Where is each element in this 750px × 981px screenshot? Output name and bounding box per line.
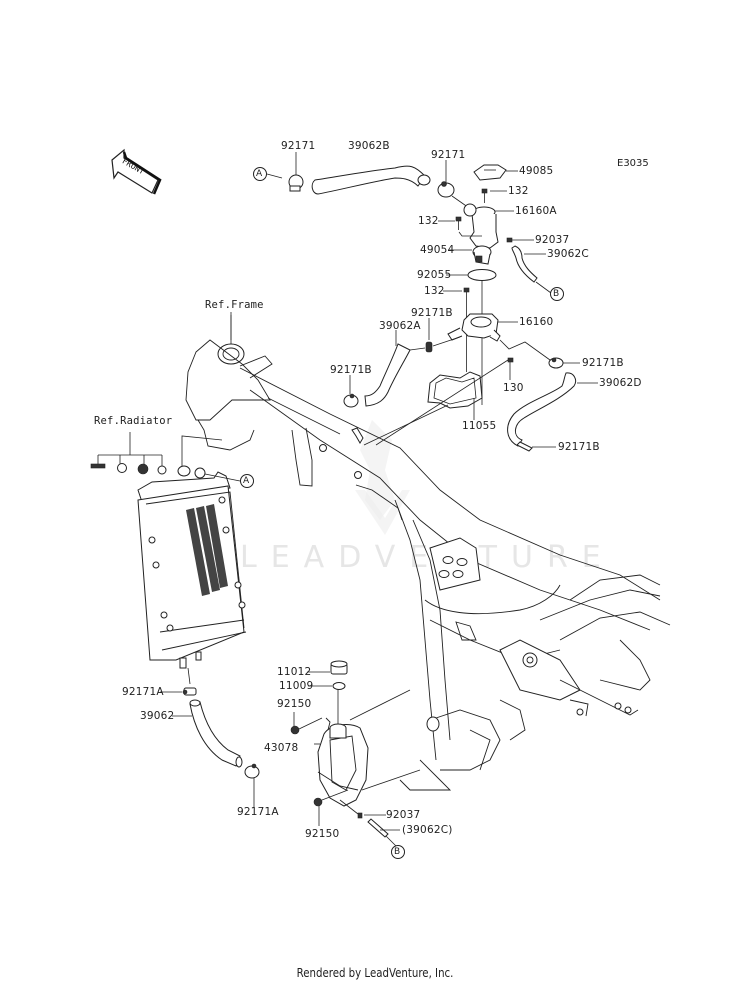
part-label-92171A-bottom[interactable]: 92171A	[237, 806, 279, 818]
clamp-92171-left	[288, 152, 304, 192]
part-label-49085[interactable]: 49085	[519, 165, 554, 177]
clamp-92171A-bottom	[244, 763, 260, 808]
radiator-mount-parts	[90, 432, 167, 475]
part-label-92055[interactable]: 92055	[417, 269, 452, 281]
clamp-92171A-top	[160, 667, 197, 696]
clamp-92171B-top	[425, 318, 433, 353]
part-label-92150-top[interactable]: 92150	[277, 698, 312, 710]
cap-11012	[307, 660, 348, 675]
ref-radiator-label: Ref.Radiator	[94, 415, 173, 427]
part-label-43078[interactable]: 43078	[264, 742, 299, 754]
hose-39062A	[364, 330, 461, 407]
hose-39062B	[311, 165, 431, 195]
part-label-92150-bottom[interactable]: 92150	[305, 828, 340, 840]
radiator	[137, 435, 254, 669]
part-label-39062C[interactable]: 39062C	[547, 248, 589, 260]
hose-39062D	[507, 372, 598, 452]
connector-a-top	[253, 167, 283, 181]
part-label-16160A[interactable]: 16160A	[515, 205, 557, 217]
part-label-39062A[interactable]: 39062A	[379, 320, 421, 332]
connector-a-label-radiator[interactable]: A	[243, 476, 250, 486]
part-label-92171B-left[interactable]: 92171B	[330, 364, 372, 376]
seal-11009	[308, 682, 346, 690]
diagram-code: E3035	[617, 158, 649, 169]
part-label-39062[interactable]: 39062	[140, 710, 175, 722]
bolt-132-left	[438, 216, 482, 237]
bolt-132-top	[481, 188, 507, 203]
part-label-39062D[interactable]: 39062D	[599, 377, 642, 389]
fitting-92037-top	[506, 237, 534, 243]
part-label-92171-left[interactable]: 92171	[281, 140, 316, 152]
part-label-16160[interactable]: 16160	[519, 316, 554, 328]
part-label-39062C-ref[interactable]: (39062C)	[402, 824, 453, 836]
fitting-92037-bottom	[339, 799, 386, 819]
part-label-39062B[interactable]: 39062B	[348, 140, 390, 152]
bolt-92150-top	[290, 712, 323, 735]
clamp-92171-right	[437, 160, 473, 211]
part-label-92171B-top[interactable]: 92171B	[411, 307, 453, 319]
connector-a-label-top[interactable]: A	[256, 169, 263, 179]
radiator-cap-49085	[473, 164, 518, 181]
part-label-11009[interactable]: 11009	[279, 680, 314, 692]
clamp-92171B-left	[343, 375, 359, 408]
part-label-92171B-right[interactable]: 92171B	[582, 357, 624, 369]
footer-credit: Rendered by LeadVenture, Inc.	[296, 966, 454, 980]
part-label-92037-top[interactable]: 92037	[535, 234, 570, 246]
bolt-130	[375, 357, 514, 446]
clamp-92171B-right	[548, 357, 580, 369]
part-label-49054[interactable]: 49054	[420, 244, 455, 256]
frame	[185, 315, 671, 791]
hose-39062C-bottom	[367, 818, 405, 859]
part-label-92037-bottom[interactable]: 92037	[386, 809, 421, 821]
ref-frame-label: Ref.Frame	[205, 299, 264, 311]
part-label-11012[interactable]: 11012	[277, 666, 312, 678]
watermark: LEADVENTURE	[240, 540, 615, 575]
front-arrow-icon: FRONT	[111, 148, 162, 195]
part-label-11055[interactable]: 11055	[462, 420, 497, 432]
connector-b-label-bottom[interactable]: B	[394, 847, 401, 857]
part-label-132-top[interactable]: 132	[508, 185, 529, 197]
housing-16160	[447, 313, 518, 405]
part-label-92171-right[interactable]: 92171	[431, 149, 466, 161]
reservoir-tank-43078	[314, 688, 421, 807]
part-label-132-mid[interactable]: 132	[424, 285, 445, 297]
part-label-132-left[interactable]: 132	[418, 215, 439, 227]
part-label-130[interactable]: 130	[503, 382, 524, 394]
housing-16160A	[463, 203, 514, 249]
part-label-92171A-top[interactable]: 92171A	[122, 686, 164, 698]
o-ring-92055	[446, 269, 497, 318]
part-label-92171B-bottom[interactable]: 92171B	[558, 441, 600, 453]
bracket-11055	[427, 371, 483, 420]
thermostat-49054	[449, 245, 492, 265]
hose-39062	[172, 699, 243, 768]
watermark-logo	[355, 420, 410, 535]
hose-39062C	[511, 245, 564, 301]
bolt-92150-bottom	[313, 789, 349, 826]
connector-b-label-top[interactable]: B	[553, 289, 560, 299]
